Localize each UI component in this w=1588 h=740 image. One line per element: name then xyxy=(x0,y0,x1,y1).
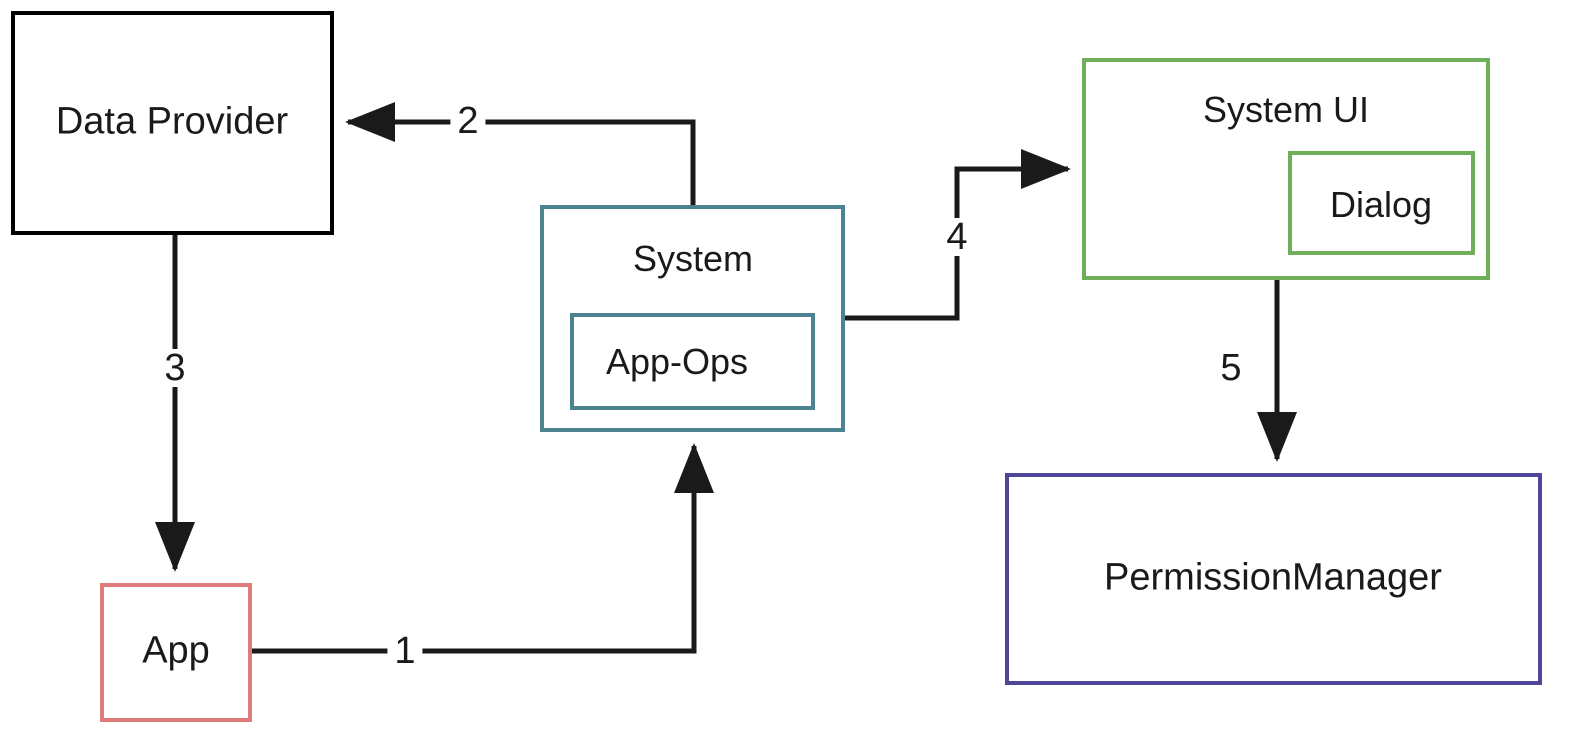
node-dialog[interactable] xyxy=(1288,151,1475,255)
edge-path-1 xyxy=(252,442,714,654)
node-app-ops[interactable] xyxy=(570,313,815,410)
node-data-provider[interactable] xyxy=(11,11,334,235)
edge-path-2 xyxy=(344,102,696,205)
node-label-dialog: Dialog xyxy=(1329,184,1433,225)
edge-label-1: 1 xyxy=(387,632,423,670)
edge-label-5: 5 xyxy=(1220,347,1242,389)
node-label-data-provider: Data Provider xyxy=(55,100,289,143)
node-label-app-ops: App-Ops xyxy=(605,341,749,382)
edge-label-3: 3 xyxy=(157,349,193,387)
node-label-permission-manager: PermissionManager xyxy=(1104,556,1442,599)
node-permission-manager[interactable] xyxy=(1005,473,1542,685)
node-label-app: App xyxy=(142,629,210,672)
edge-label-2: 2 xyxy=(450,102,486,140)
edge-label-4: 4 xyxy=(939,218,975,256)
node-app[interactable] xyxy=(100,583,252,722)
node-label-system-ui: System UI xyxy=(1202,89,1370,130)
node-label-system: System xyxy=(632,238,754,279)
